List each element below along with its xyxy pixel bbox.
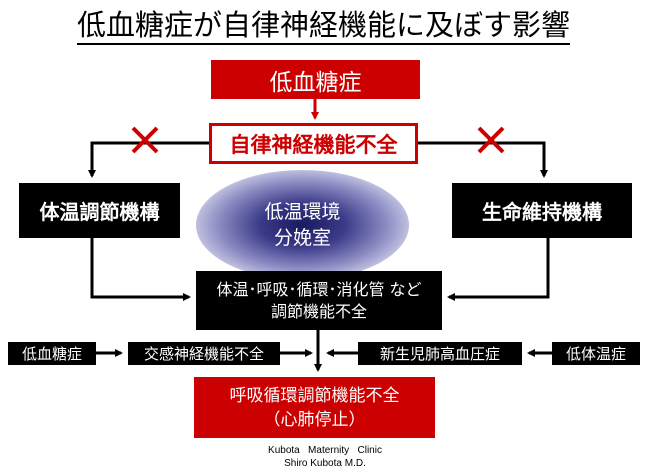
hypoglycemia-box: 低血糖症: [211, 60, 420, 99]
cardiopulmonary-failure-box: 呼吸循環調節機能不全 （心肺停止）: [194, 377, 435, 438]
arrow-anse-to-right: [418, 141, 548, 178]
blocked-mark-left: [131, 126, 159, 154]
arrow-left-to-middle: [90, 238, 191, 301]
blocked-mark-right: [477, 126, 505, 154]
bottom-line-1: 呼吸循環調節機能不全: [229, 385, 400, 406]
row-box-sympathetic: 交感神経機能不全: [128, 342, 280, 365]
row-box-pphn: 新生児肺高血圧症: [358, 342, 522, 365]
bottom-line-2: （心肺停止）: [263, 409, 366, 430]
credit: Kubota Maternity Clinic Shiro Kubota M.D…: [200, 443, 450, 471]
glow-line-1: 低温環境: [264, 201, 341, 223]
row-box-hypothermia: 低体温症: [552, 342, 640, 365]
page-title: 低血糖症が自律神経機能に及ぼす影響: [0, 6, 647, 46]
life-support-box: 生命維持機構: [452, 183, 632, 238]
thermoregulation-box: 体温調節機構: [19, 183, 180, 238]
credit-line-2: Shiro Kubota M.D.: [284, 458, 366, 469]
credit-line-1: Kubota Maternity Clinic: [268, 445, 382, 456]
low-temp-environment-label: 低温環境 分娩室: [196, 185, 409, 265]
autonomic-dysfunction-box: 自律神経機能不全: [209, 123, 418, 164]
arrow-anse-to-left: [88, 141, 209, 178]
arrow-right-to-middle: [447, 238, 550, 301]
middle-line-1: 体温･呼吸･循環･消化管 など: [216, 279, 422, 299]
row-box-hypoglycemia: 低血糖症: [8, 342, 96, 365]
page-title-text: 低血糖症が自律神経機能に及ぼす影響: [76, 8, 570, 45]
middle-line-2: 調節機能不全: [270, 301, 367, 321]
glow-line-2: 分娩室: [273, 227, 331, 249]
regulation-failure-box: 体温･呼吸･循環･消化管 など 調節機能不全: [196, 271, 442, 330]
low-temp-environment-glow: [196, 170, 409, 280]
